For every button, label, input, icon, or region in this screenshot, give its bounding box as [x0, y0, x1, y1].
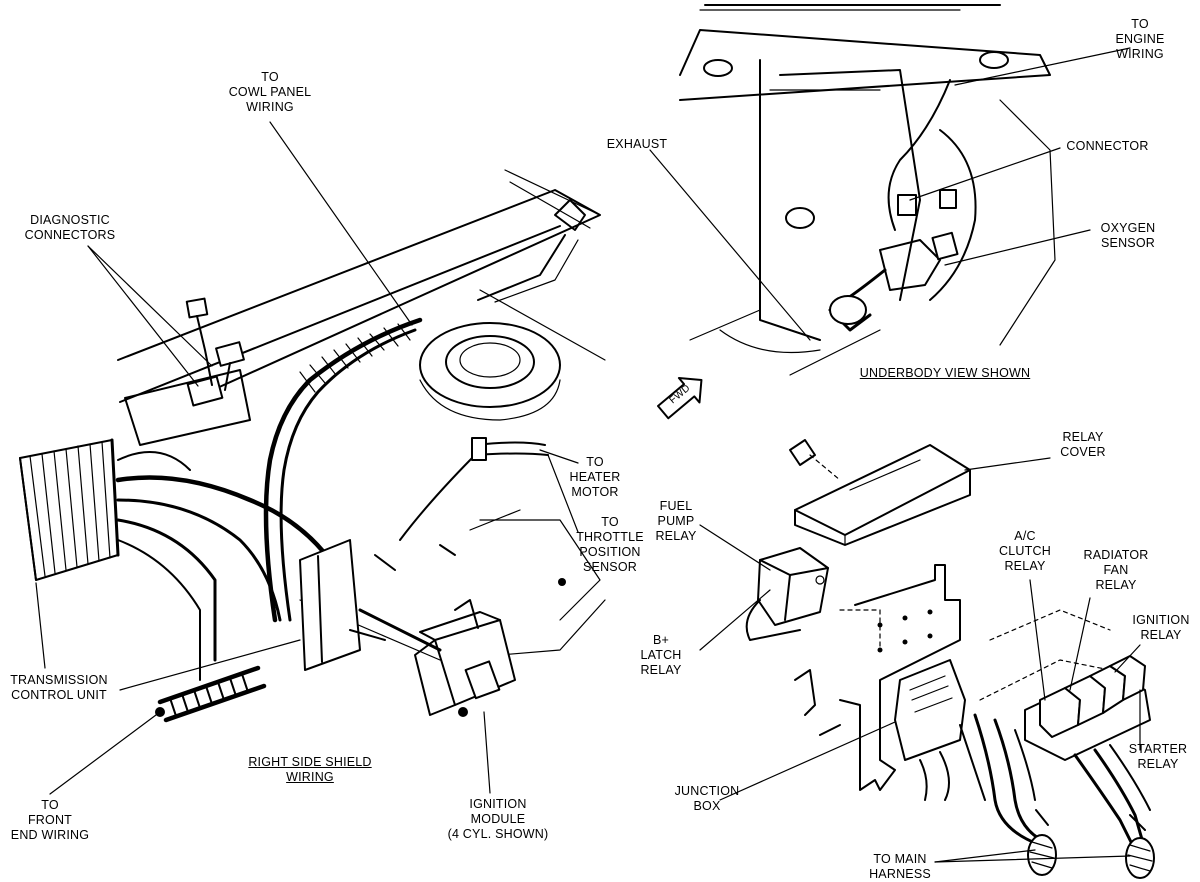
- label-to-throttle-position-sensor: TO THROTTLE POSITION SENSOR: [576, 515, 644, 574]
- underbody-scene: [679, 4, 1056, 376]
- label-junction-box: JUNCTION BOX: [674, 784, 740, 813]
- leader-lines: [35, 47, 1141, 863]
- label-starter-relay: STARTER RELAY: [1128, 742, 1188, 771]
- label-oxygen-sensor: OXYGEN SENSOR: [1100, 221, 1156, 250]
- cowl-panel-beam: [117, 189, 601, 399]
- label-to-front-end-wiring: TO FRONT END WIRING: [10, 798, 90, 842]
- junction-box-scene: [745, 439, 1155, 879]
- label-transmission-control-unit: TRANSMISSION CONTROL UNIT: [10, 673, 108, 702]
- label-ignition-relay: IGNITION RELAY: [1132, 613, 1190, 642]
- label-to-engine-wiring: TO ENGINE WIRING: [1115, 17, 1165, 61]
- label-to-heater-motor: TO HEATER MOTOR: [569, 455, 621, 499]
- right-side-shield-scene: [19, 169, 606, 723]
- label-fuel-pump-relay: FUEL PUMP RELAY: [655, 499, 697, 543]
- ignition-module-shape: [299, 539, 516, 717]
- label-radiator-fan-relay: RADIATOR FAN RELAY: [1083, 548, 1149, 592]
- diagnostic-bracket: [124, 369, 251, 446]
- label-ac-clutch-relay: A/C CLUTCH RELAY: [999, 529, 1051, 573]
- label-to-main-harness: TO MAIN HARNESS: [869, 852, 931, 881]
- fwd-arrow-icon: [657, 377, 703, 420]
- main-harness-bundles: [959, 713, 1155, 879]
- transmission-control-unit-shape: [19, 438, 120, 581]
- label-right-side-shield-wiring: RIGHT SIDE SHIELD WIRING: [248, 755, 372, 784]
- cowl-harness: [263, 317, 423, 623]
- fuel-pump-relay-shape: [757, 547, 829, 626]
- tcu-wiring-bundle: [115, 451, 333, 681]
- label-underbody-view-shown: UNDERBODY VIEW SHOWN: [859, 366, 1031, 380]
- label-exhaust: EXHAUST: [606, 137, 668, 151]
- diagnostic-connector-2: [215, 341, 245, 367]
- label-relay-cover: RELAY COVER: [1060, 430, 1106, 459]
- label-ignition-module: IGNITION MODULE (4 CYL. SHOWN): [447, 797, 549, 841]
- strut-tower: [419, 322, 561, 408]
- label-diagnostic-connectors: DIAGNOSTIC CONNECTORS: [24, 213, 116, 242]
- label-to-cowl-panel-wiring: TO COWL PANEL WIRING: [228, 70, 312, 114]
- relay-cover-shape: [794, 444, 971, 546]
- label-connector: CONNECTOR: [1066, 139, 1149, 153]
- label-b-plus-latch-relay: B+ LATCH RELAY: [640, 633, 682, 677]
